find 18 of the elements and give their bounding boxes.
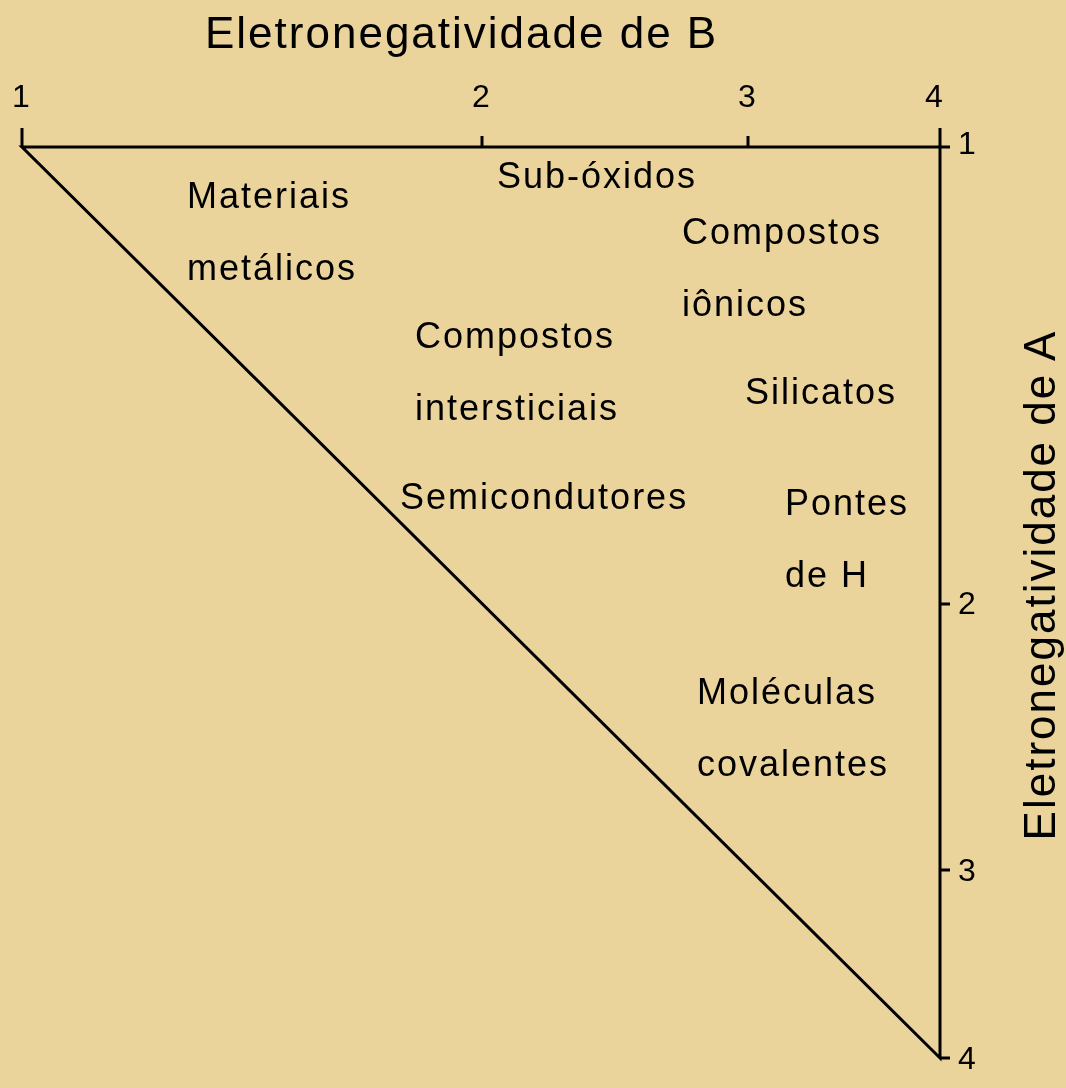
region-label: Semicondutores: [400, 475, 689, 519]
tick-label: 4: [958, 1040, 978, 1076]
tick-label: 1: [12, 78, 32, 114]
axis-title: Eletronegatividade de B: [205, 8, 719, 58]
region-label: Moléculas covalentes: [697, 670, 891, 786]
tick-label: 2: [958, 585, 978, 621]
tick-label: 2: [472, 78, 492, 114]
region-label: Compostos iônicos: [682, 210, 884, 326]
region-label: Pontes de H: [785, 481, 911, 597]
tick-label: 1: [958, 125, 978, 161]
region-label: Compostos intersticiais: [415, 314, 621, 430]
tick-label: 3: [738, 78, 758, 114]
region-label: Silicatos: [745, 370, 898, 414]
tick-label: 4: [925, 78, 945, 114]
region-label: Sub-óxidos: [497, 154, 698, 198]
axis-title: Eletronegatividade de A: [1014, 329, 1065, 841]
tick-label: 3: [958, 852, 978, 888]
region-label: Materiais metálicos: [187, 174, 359, 290]
